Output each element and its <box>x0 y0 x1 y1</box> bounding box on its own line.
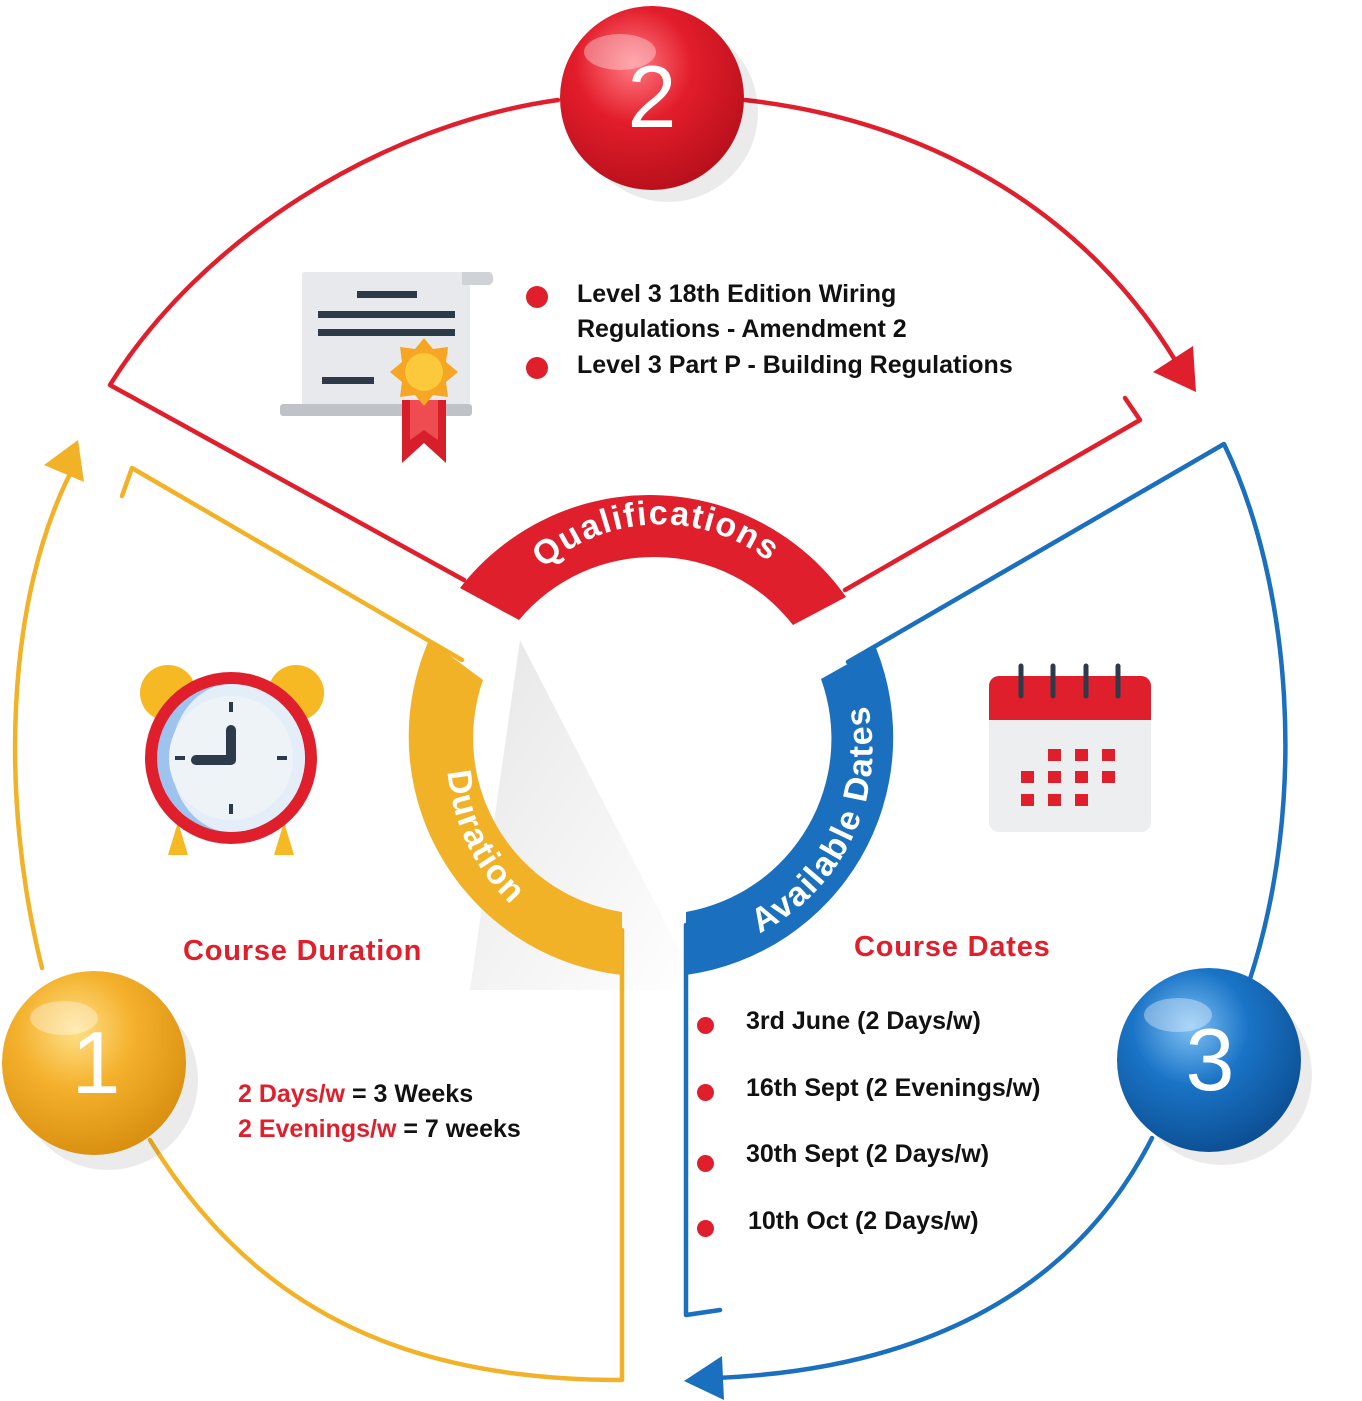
center-ring <box>408 495 894 990</box>
bullet-dot <box>697 1084 714 1101</box>
course-date-item: 10th Oct (2 Days/w) <box>748 1207 979 1235</box>
duration-row-frequency: 2 Evenings/w <box>238 1115 397 1143</box>
qualification-1-line-1: Level 3 18th Edition Wiring <box>577 280 897 308</box>
red-arrow-head <box>1153 346 1196 392</box>
step-ball-3: 3 <box>1117 968 1312 1165</box>
course-date-item: 30th Sept (2 Days/w) <box>746 1140 990 1168</box>
red-inner-line <box>842 395 1143 593</box>
duration-band <box>408 640 622 975</box>
bullet-dot <box>697 1220 714 1237</box>
blue-right-arc <box>845 441 1288 988</box>
alarm-clock-icon <box>140 665 324 855</box>
dates-band <box>686 648 894 975</box>
yellow-left-arc <box>12 467 75 971</box>
duration-row-length: = 7 weeks <box>396 1115 521 1143</box>
bullet-dot <box>697 1155 714 1172</box>
course-date-item: 16th Sept (2 Evenings/w) <box>746 1074 1041 1102</box>
yellow-arrow-head <box>44 440 84 482</box>
step-number-2: 2 <box>628 47 677 146</box>
duration-row-frequency: 2 Days/w <box>238 1080 346 1108</box>
course-duration-heading: Course Duration <box>183 935 423 967</box>
bullet-dot <box>697 1017 714 1034</box>
step-ball-2: 2 <box>560 6 758 202</box>
qualifications-band <box>460 495 846 625</box>
bullet-dot <box>526 357 548 379</box>
qualification-2-line-1: Level 3 Part P - Building Regulations <box>577 351 1013 379</box>
duration-row: 2 Days/w = 3 Weeks <box>238 1080 473 1109</box>
certificate-icon <box>280 272 494 463</box>
connector-lines <box>12 97 1288 1383</box>
blue-inner-line <box>683 922 723 1318</box>
yellow-bottom-arc <box>147 927 625 1383</box>
blue-bottom-arc <box>712 1135 1155 1381</box>
step-number-3: 3 <box>1186 1010 1235 1109</box>
bullet-dot <box>526 286 548 308</box>
course-date-item: 3rd June (2 Days/w) <box>746 1007 981 1035</box>
duration-row: 2 Evenings/w = 7 weeks <box>238 1115 521 1144</box>
step-number-1: 1 <box>72 1013 121 1112</box>
yellow-inner-line <box>119 465 465 663</box>
calendar-icon <box>989 663 1151 832</box>
qualification-1-line-2: Regulations - Amendment 2 <box>577 315 907 343</box>
blue-arrow-head <box>684 1356 724 1400</box>
course-dates-heading: Course Dates <box>854 931 1051 963</box>
step-ball-1: 1 <box>2 971 198 1170</box>
duration-row-length: = 3 Weeks <box>345 1080 474 1108</box>
red-right-arc <box>742 97 1178 363</box>
red-top-arc <box>107 97 561 583</box>
